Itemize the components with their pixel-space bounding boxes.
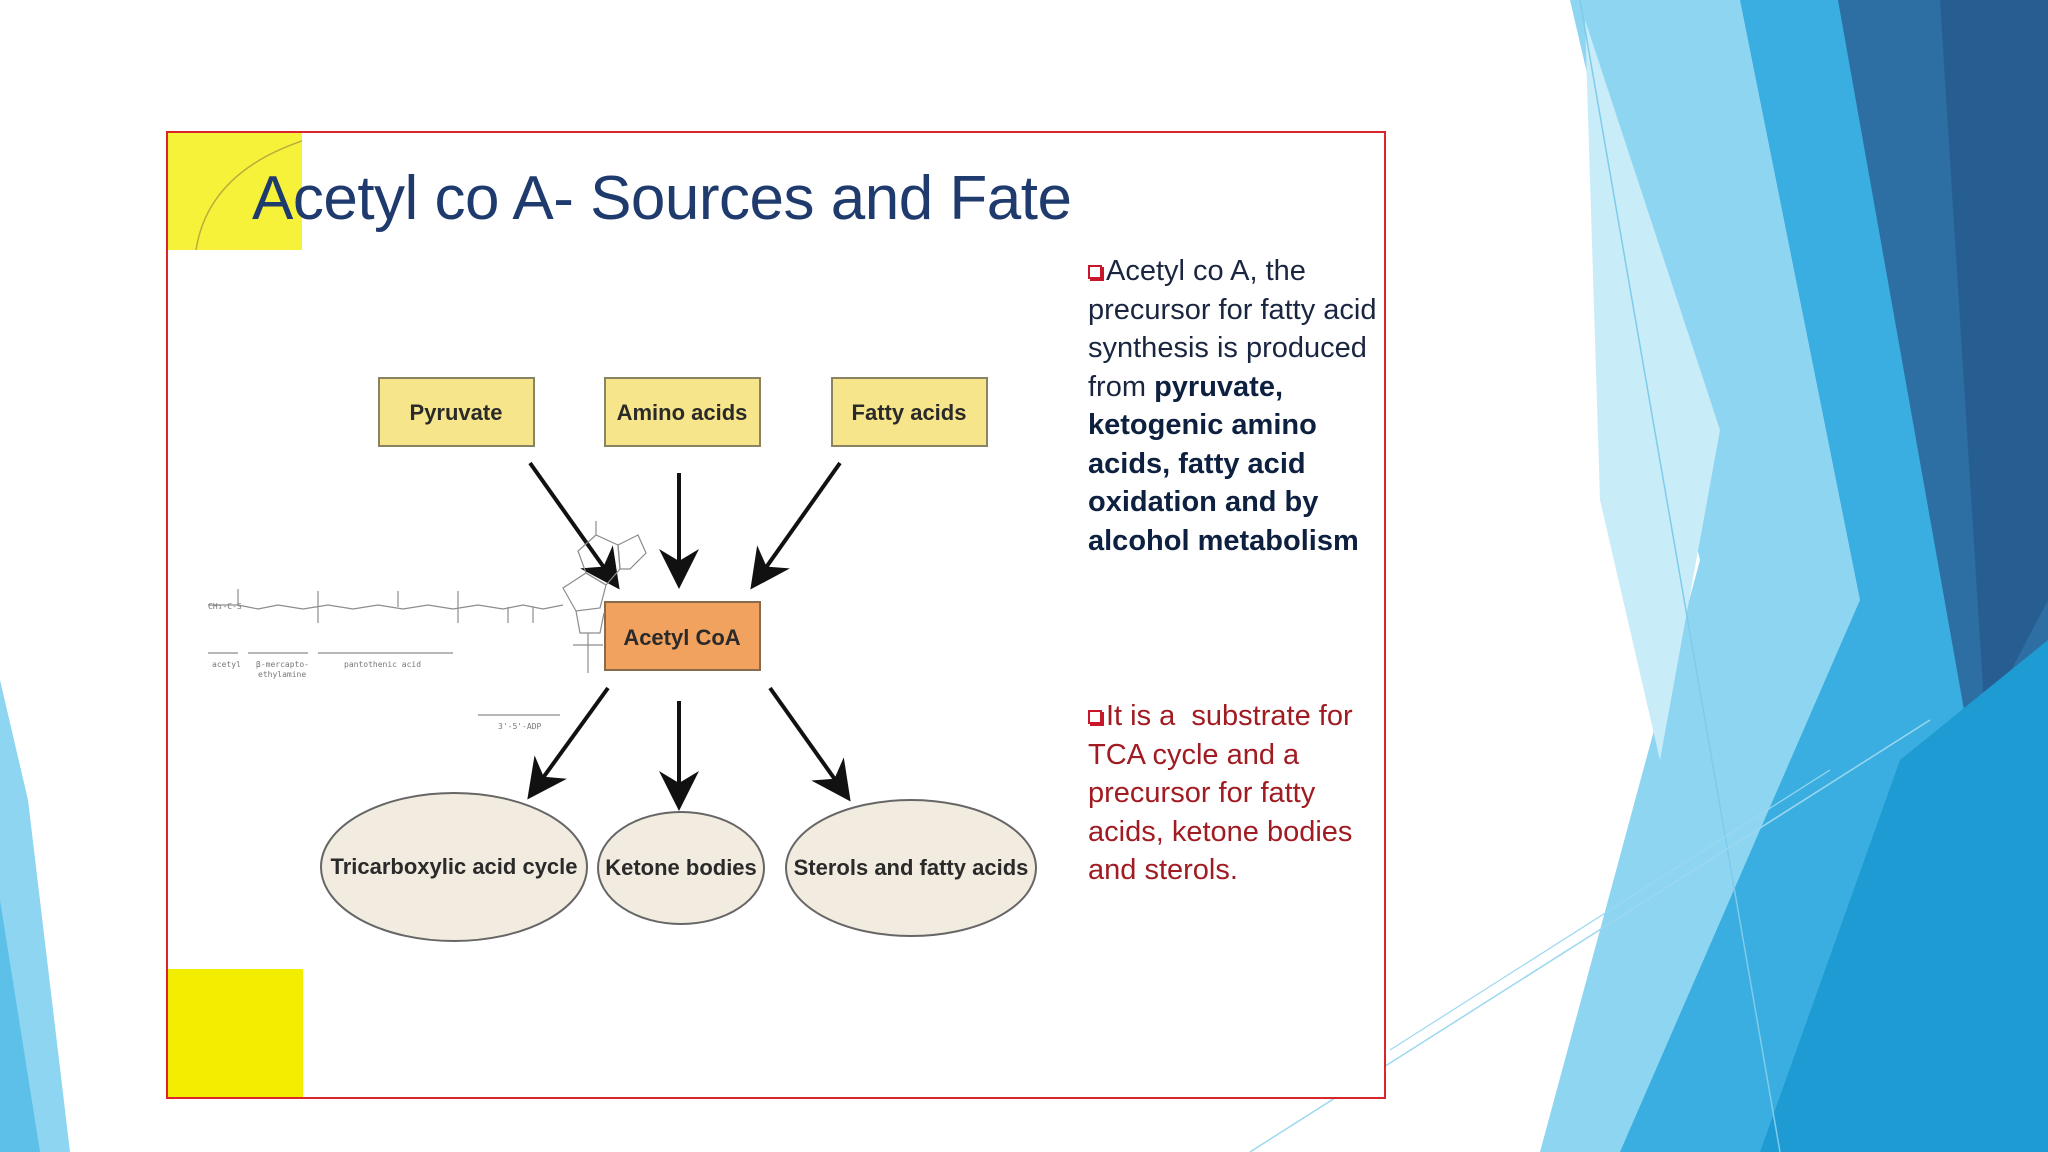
bullet-sources-bold-text: pyruvate, ketogenic amino acids, fatty a… xyxy=(1088,370,1359,557)
fate-label-ketone-bodies: Ketone bodies xyxy=(605,855,757,880)
bullet-sources: Acetyl co A, the precursor for fatty aci… xyxy=(1088,252,1378,560)
square-bullet-icon xyxy=(1088,265,1102,279)
source-box-pyruvate: Pyruvate xyxy=(378,377,535,447)
source-label-amino-acids: Amino acids xyxy=(617,400,748,425)
deco-line-3 xyxy=(1389,769,1831,1051)
embedded-slide-frame: Acetyl co A- Sources and Fate Pyruvate A… xyxy=(166,131,1386,1099)
center-box-acetyl-coa: Acetyl CoA xyxy=(604,601,761,671)
source-box-fatty-acids: Fatty acids xyxy=(831,377,988,447)
acetyl-coa-diagram: Pyruvate Amino acids Fatty acids Acetyl … xyxy=(208,377,1037,942)
corner-arc xyxy=(195,140,302,250)
bullet-sources-plain-text: Acetyl co A, the precursor for fatty aci… xyxy=(1088,255,1377,403)
arrow-acetyl-coa-to-sterols xyxy=(768,686,851,802)
deco-shape-right-pale xyxy=(1585,20,1720,760)
corner-decoration-bottom xyxy=(168,969,303,1097)
deco-line-1 xyxy=(1579,0,1781,1152)
center-label-acetyl-coa: Acetyl CoA xyxy=(623,625,740,650)
bullet-fate: It is a substrate for TCA cycle and a pr… xyxy=(1088,697,1378,890)
svg-text:pantothenic acid: pantothenic acid xyxy=(344,660,421,669)
fate-ellipse-ketone-bodies: Ketone bodies xyxy=(597,811,765,925)
svg-text:CH₃-C-S: CH₃-C-S xyxy=(208,602,242,611)
fate-ellipse-tca-cycle: Tricarboxylic acid cycle xyxy=(320,792,588,942)
deco-shape-right-bottom xyxy=(1760,640,2048,1152)
arrow-fatty-acids-to-acetyl-coa xyxy=(750,461,842,590)
source-label-pyruvate: Pyruvate xyxy=(410,400,503,425)
deco-shape-right-navy xyxy=(1940,0,2048,720)
source-box-amino-acids: Amino acids xyxy=(604,377,761,447)
svg-text:3'-5'-ADP: 3'-5'-ADP xyxy=(498,722,542,731)
coenzyme-a-structure-drawing xyxy=(208,521,647,716)
coenzyme-a-structure-labels: CH₃-C-S acetyl β-mercapto- ethylamine pa… xyxy=(208,602,542,731)
slide-title: Acetyl co A- Sources and Fate xyxy=(252,164,1072,233)
svg-text:β-mercapto-: β-mercapto- xyxy=(256,660,309,669)
arrow-pyruvate-to-acetyl-coa xyxy=(528,461,620,590)
bullet-fate-text: It is a substrate for TCA cycle and a pr… xyxy=(1088,700,1361,886)
svg-text:acetyl: acetyl xyxy=(212,660,241,669)
corner-decoration-top xyxy=(168,133,302,250)
fate-ellipse-sterols-fatty-acids: Sterols and fatty acids xyxy=(785,799,1037,937)
svg-text:ethylamine: ethylamine xyxy=(258,670,306,679)
arrow-acetyl-coa-to-tca xyxy=(527,686,610,800)
fate-label-tca-cycle: Tricarboxylic acid cycle xyxy=(330,854,577,879)
square-bullet-icon xyxy=(1088,710,1102,724)
source-label-fatty-acids: Fatty acids xyxy=(852,400,967,425)
deco-shape-left-mid xyxy=(0,900,40,1152)
fate-label-sterols-fatty-acids: Sterols and fatty acids xyxy=(794,855,1029,880)
